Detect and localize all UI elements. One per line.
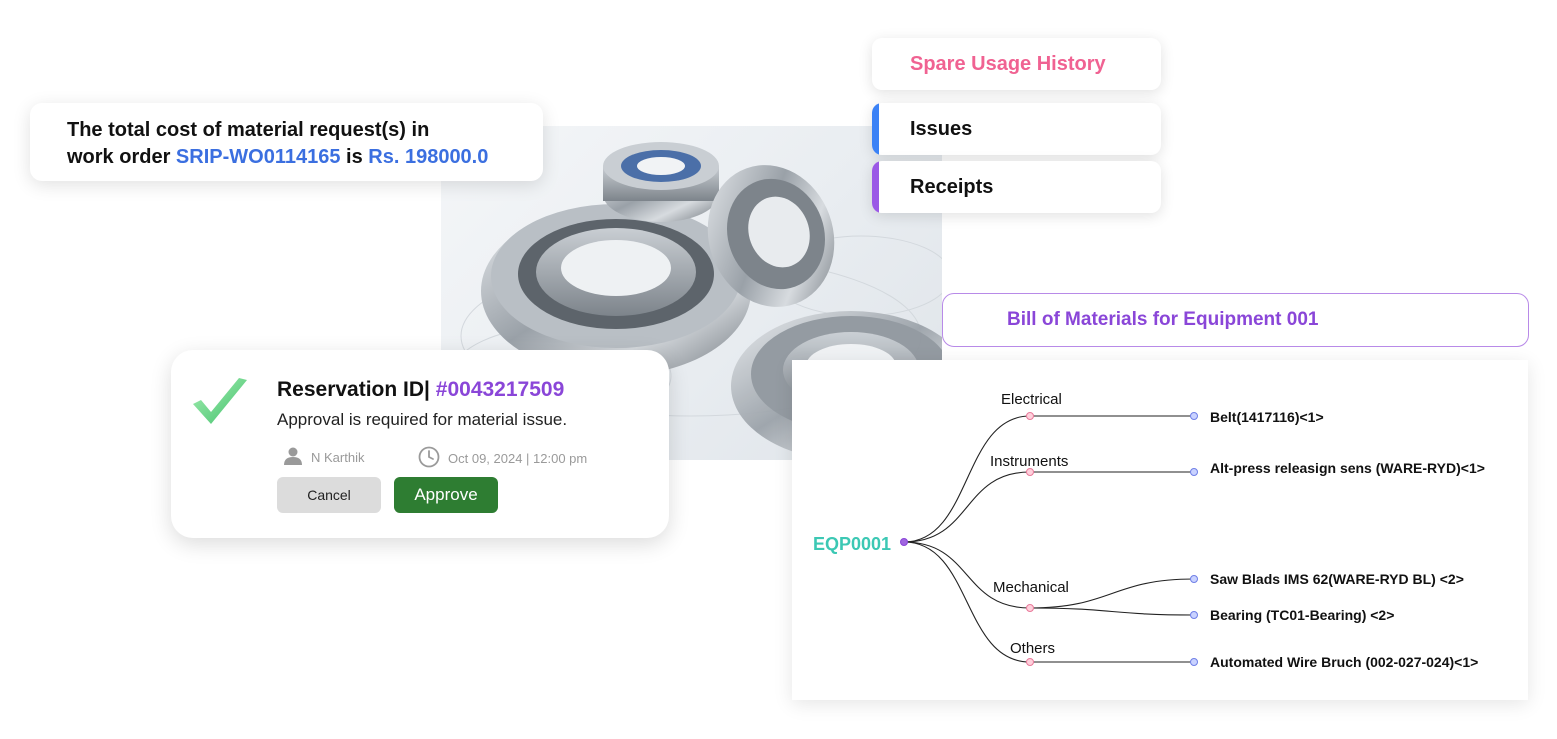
bom-category-node	[1026, 604, 1034, 612]
tab-receipts[interactable]: Receipts	[872, 161, 1161, 213]
cost-amount: Rs. 198000.0	[368, 146, 489, 168]
bearing-large	[481, 204, 751, 376]
checkmark-icon	[189, 376, 251, 439]
total-cost-text: The total cost of material request(s) in…	[67, 117, 537, 171]
tab-spare-usage-history-label: Spare Usage History	[910, 53, 1106, 75]
cost-line1: The total cost of material request(s) in	[67, 119, 430, 141]
reservation-datetime-text: Oct 09, 2024 | 12:00 pm	[448, 451, 588, 466]
bom-item-node	[1190, 611, 1198, 619]
bearings-photo	[441, 126, 942, 460]
bom-item-node	[1190, 575, 1198, 583]
bom-item-label[interactable]: Bearing (TC01-Bearing) <2>	[1210, 607, 1394, 623]
clock-icon	[418, 446, 440, 471]
tab-issues-label: Issues	[910, 118, 973, 140]
bom-item-label[interactable]: Belt(1417116)<1>	[1210, 409, 1324, 425]
reservation-datetime: Oct 09, 2024 | 12:00 pm	[418, 446, 587, 471]
bom-root-label: EQP0001	[813, 534, 891, 554]
bom-header: Bill of Materials for Equipment 001	[942, 293, 1529, 347]
bom-category-node	[1026, 658, 1034, 666]
bearing-small	[603, 142, 719, 222]
bom-title: Bill of Materials for Equipment 001	[1007, 309, 1319, 330]
bom-category-label: Instruments	[990, 453, 1068, 470]
reservation-id[interactable]: #0043217509	[435, 378, 565, 401]
reservation-user: N Karthik	[283, 446, 364, 469]
work-order-number[interactable]: SRIP-WO0114165	[175, 146, 341, 168]
reservation-user-name: N Karthik	[311, 450, 365, 465]
tab-receipts-label: Receipts	[910, 176, 994, 198]
total-cost-card: The total cost of material request(s) in…	[30, 103, 543, 181]
bom-category-node	[1026, 468, 1034, 476]
bom-tree-panel: EQP0001 Electrical Instruments Mechanica…	[792, 360, 1528, 700]
bom-item-label[interactable]: Automated Wire Bruch (002-027-024)<1>	[1210, 654, 1478, 670]
bearings-illustration	[450, 142, 942, 460]
cancel-button[interactable]: Cancel	[277, 477, 381, 513]
bom-item-node	[1190, 412, 1198, 420]
reservation-label: Reservation ID|	[277, 378, 430, 401]
bom-category-node	[1026, 412, 1034, 420]
bom-item-label[interactable]: Saw Blads IMS 62(WARE-RYD BL) <2>	[1210, 571, 1464, 587]
tab-receipts-accent	[872, 161, 879, 213]
cost-mid: is	[346, 146, 363, 168]
reservation-title: Reservation ID| #0043217509	[277, 378, 564, 402]
bom-item-label[interactable]: Alt-press releasign sens (WARE-RYD)<1>	[1210, 460, 1485, 476]
bearing-tilted	[707, 165, 835, 307]
tab-issues-accent	[872, 103, 879, 155]
approve-button[interactable]: Approve	[394, 477, 498, 513]
bom-links	[903, 415, 1195, 663]
tab-spare-usage-history[interactable]: Spare Usage History	[872, 38, 1161, 90]
person-icon	[283, 446, 303, 469]
cost-prefix: work order	[67, 146, 171, 168]
bom-category-label: Others	[1010, 640, 1055, 657]
reservation-message: Approval is required for material issue.	[277, 410, 568, 429]
bom-tree: EQP0001 Electrical Instruments Mechanica…	[813, 391, 1485, 670]
reservation-card: Reservation ID| #0043217509 Approval is …	[171, 350, 669, 538]
bom-item-node	[1190, 468, 1198, 476]
tab-issues[interactable]: Issues	[872, 103, 1161, 155]
bom-category-label: Mechanical	[993, 579, 1069, 596]
bom-item-node	[1190, 658, 1198, 666]
bom-root-node	[900, 538, 908, 546]
bom-category-label: Electrical	[1001, 391, 1062, 408]
